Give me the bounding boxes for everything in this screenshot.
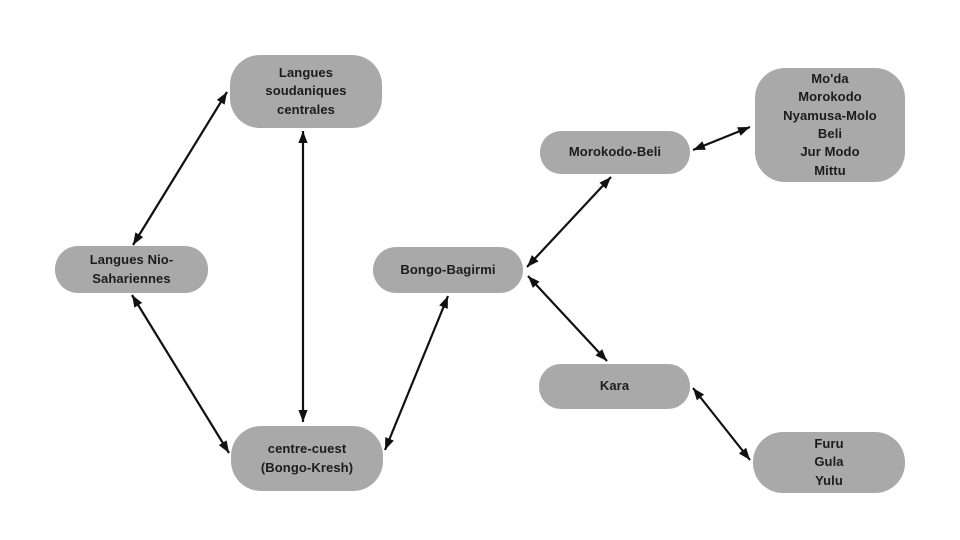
node-langues-soudaniques-centrales: Langues soudaniques centrales [230, 55, 382, 128]
edge-morokodo-beli--moda-group [692, 125, 751, 152]
edge-kara--furu-gula-yulu [692, 387, 751, 461]
node-label-line: Jur Modo [800, 144, 860, 160]
node-label-line: soudaniques [265, 83, 347, 99]
arrowhead-icon [298, 131, 308, 143]
node-label-line: Mittu [814, 162, 846, 178]
edge-centre-cuest-bongo-kresh--bongo-bagirmi [383, 295, 450, 451]
node-label-line: Langues Nio- [89, 252, 174, 268]
node-label-line: Beli [817, 126, 843, 141]
arrowhead-icon [737, 127, 750, 136]
arrowhead-icon [599, 177, 611, 189]
node-label-line: Sahariennes [92, 270, 171, 286]
node-label-line: Morokodo [798, 89, 862, 105]
node-label-line: Yulu [815, 472, 843, 488]
arrowhead-icon [132, 295, 143, 308]
node-label-line: Mo'da [811, 70, 849, 86]
arrowhead-icon [385, 437, 394, 450]
arrowhead-icon [738, 447, 750, 460]
node-label-line: centre-cuest [267, 441, 347, 457]
edge-bongo-bagirmi--kara [527, 275, 608, 362]
arrowhead-icon [528, 276, 540, 288]
node-label-line: centrales [277, 101, 335, 117]
edge-bongo-bagirmi--morokodo-beli [526, 176, 612, 268]
arrowhead-icon [439, 296, 448, 309]
arrowhead-icon [216, 92, 227, 105]
arrowhead-icon [595, 349, 607, 361]
arrowhead-icon [693, 141, 706, 150]
node-label-line: Gula [814, 454, 844, 470]
node-label-line: Furu [814, 435, 844, 451]
node-label-line: Morokodo-Beli [568, 144, 662, 160]
node-morokodo-beli: Morokodo-Beli [540, 131, 690, 174]
edge-langues-nio-sahariennes--centre-cuest-bongo-kresh [131, 294, 230, 454]
arrowhead-icon [298, 410, 308, 422]
arrowhead-icon [527, 255, 539, 267]
edge-langues-nio-sahariennes--langues-soudaniques-centrales [132, 91, 228, 246]
node-label-line: Kara [599, 378, 630, 394]
node-label-line: Langues [278, 64, 334, 80]
node-label-line: Nyamusa-Molo [783, 107, 877, 123]
node-langues-nio-sahariennes: Langues Nio- Sahariennes [55, 246, 208, 293]
node-bongo-bagirmi: Bongo-Bagirmi [373, 247, 523, 293]
node-label-line: Bongo-Bagirmi [400, 261, 496, 277]
arrowhead-icon [133, 232, 144, 245]
node-kara: Kara [539, 364, 690, 409]
arrowhead-icon [693, 388, 705, 401]
node-label-line: (Bongo-Kresh) [260, 459, 354, 475]
edge-langues-soudaniques-centrales--centre-cuest-bongo-kresh [298, 131, 308, 422]
node-centre-cuest-bongo-kresh: centre-cuest (Bongo-Kresh) [231, 426, 383, 491]
arrowhead-icon [218, 440, 229, 453]
